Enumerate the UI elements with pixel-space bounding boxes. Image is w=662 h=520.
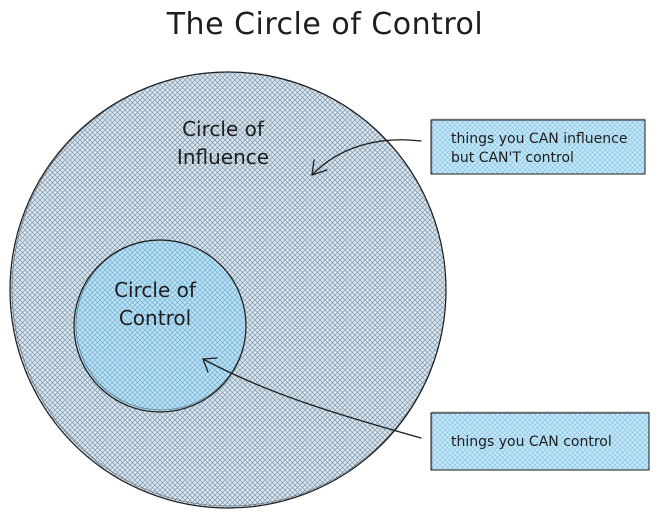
control-circle-label-line1: Circle of bbox=[114, 278, 197, 302]
influence-circle-label-line2: Influence bbox=[177, 145, 269, 169]
note-influence-box-sketch-line bbox=[431, 118, 646, 175]
control-circle-sketch-line bbox=[75, 239, 247, 411]
note-influence-box bbox=[430, 119, 646, 175]
arrow-to-control-head bbox=[202, 357, 218, 373]
arrow-to-control bbox=[202, 357, 422, 439]
diagram-title: The Circle of Control bbox=[166, 7, 484, 42]
note-influence: things you CAN influence but CAN'T contr… bbox=[430, 118, 646, 175]
arrow-to-influence bbox=[311, 139, 422, 176]
note-control-box-sketch-line bbox=[431, 411, 650, 471]
influence-circle-sketch-line bbox=[11, 71, 447, 507]
note-influence-line2: but CAN'T control bbox=[451, 150, 574, 166]
note-control-box bbox=[430, 412, 650, 471]
control-circle bbox=[73, 239, 247, 413]
note-control-line1: things you CAN control bbox=[451, 434, 612, 450]
note-influence-line1: things you CAN influence bbox=[451, 131, 627, 147]
note-control: things you CAN control bbox=[430, 411, 650, 471]
arrow-to-control-shaft bbox=[202, 358, 422, 439]
arrow-to-influence-head bbox=[311, 159, 328, 176]
influence-circle-label-line1: Circle of bbox=[182, 117, 265, 141]
arrow-to-influence-shaft bbox=[311, 139, 422, 176]
control-circle-label-line2: Control bbox=[119, 306, 191, 330]
